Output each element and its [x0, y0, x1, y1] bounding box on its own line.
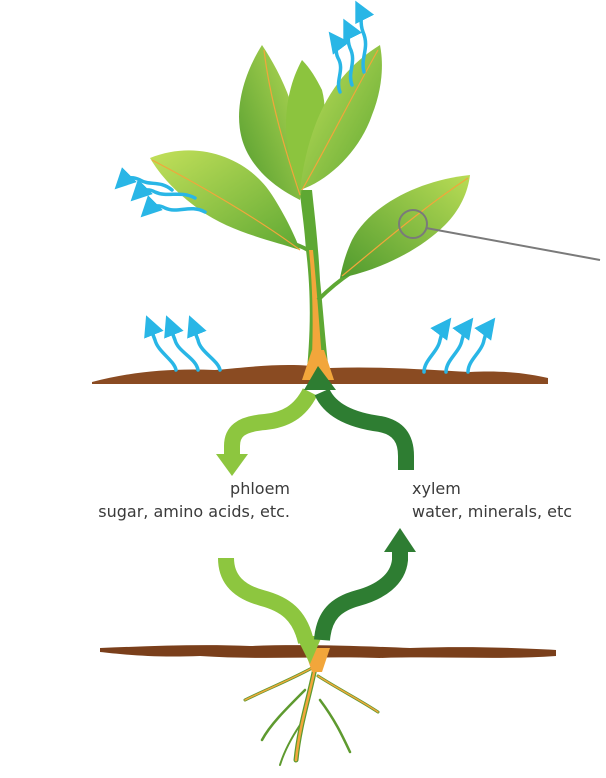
- xylem-arrow-lower: [322, 548, 400, 640]
- xylem-subtitle: water, minerals, etc: [412, 502, 572, 522]
- xylem-arrowhead: [384, 528, 416, 552]
- phloem-arrow-upper: [232, 392, 310, 458]
- phloem-arrowhead: [216, 454, 248, 476]
- magnifier-pointer-line: [426, 228, 600, 260]
- phloem-title: phloem: [110, 479, 290, 499]
- xylem-arrow-upper: [322, 392, 406, 470]
- xylem-title: xylem: [412, 479, 461, 499]
- water-vapor-icon-soil-left: [150, 325, 220, 370]
- phloem-subtitle: sugar, amino acids, etc.: [0, 502, 290, 522]
- phloem-arrow-lower: [226, 558, 306, 642]
- water-vapor-icon-soil-right: [424, 326, 489, 372]
